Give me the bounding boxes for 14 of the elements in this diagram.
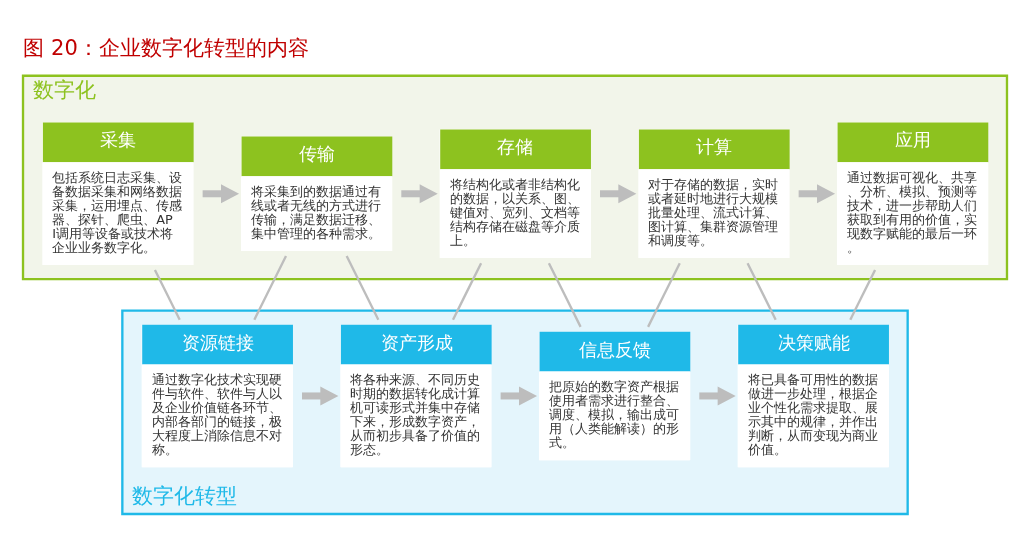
arrow — [500, 386, 538, 406]
arrow — [798, 184, 836, 204]
connector — [253, 255, 288, 321]
arrow — [202, 184, 240, 204]
connector — [547, 262, 582, 328]
connector — [647, 262, 681, 328]
arrow — [599, 184, 637, 204]
connector — [345, 255, 380, 321]
connector — [153, 269, 181, 321]
diagram-title: 图 20：企业数字化转型的内容 — [23, 35, 309, 61]
arrow — [301, 386, 339, 406]
connector — [451, 262, 483, 321]
connector — [849, 269, 877, 321]
connector — [746, 262, 777, 321]
